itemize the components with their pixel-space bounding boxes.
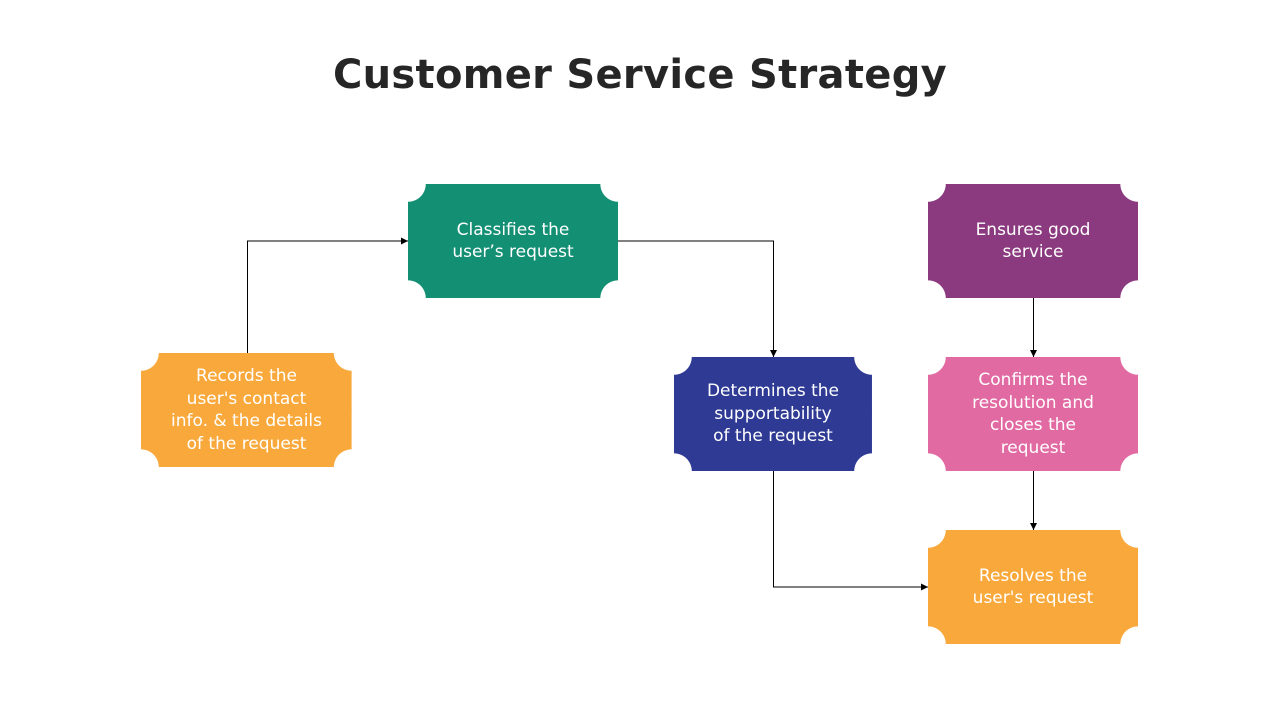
connector-determine-to-resolves	[773, 471, 928, 591]
node-ensures-service: Ensures good service	[928, 184, 1138, 298]
connector-classify-to-determine	[618, 240, 777, 357]
node-determine-label: Determines the supportability of the req…	[706, 381, 840, 447]
node-records-request: Records the user's contact info. & the d…	[141, 353, 352, 467]
node-resolves-request: Resolves the user's request	[928, 530, 1138, 644]
node-classify-request: Classifies the user’s request	[408, 184, 618, 298]
node-classify-label: Classifies the user’s request	[452, 219, 574, 263]
node-determine-supportability: Determines the supportability of the req…	[674, 357, 872, 471]
node-confirms-resolution: Confirms the resolution and closes the r…	[928, 357, 1138, 471]
connector-records-to-classify	[247, 237, 408, 353]
node-ensures-label: Ensures good service	[975, 219, 1091, 263]
node-confirms-label: Confirms the resolution and closes the r…	[972, 370, 1094, 458]
node-resolves-label: Resolves the user's request	[972, 565, 1094, 609]
page-title: Customer Service Strategy	[332, 52, 948, 98]
node-records-label: Records the user's contact info. & the d…	[171, 366, 322, 454]
